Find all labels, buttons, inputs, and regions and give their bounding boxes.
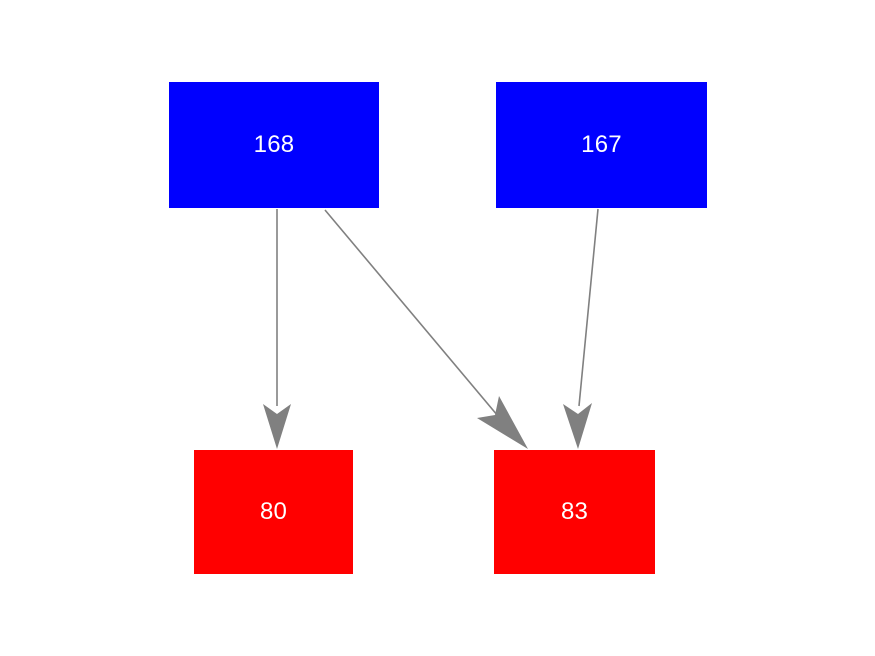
node-label: 167 <box>581 131 622 158</box>
graph-node-83[interactable]: 83 <box>494 450 655 574</box>
arrowhead-icon <box>477 396 528 449</box>
node-label: 83 <box>560 498 589 525</box>
node-label: 168 <box>253 131 295 158</box>
node-label: 80 <box>259 498 288 525</box>
edge-line <box>578 208 599 407</box>
edge-168-to-83[interactable] <box>324 209 528 449</box>
arrowhead-icon <box>563 403 592 449</box>
arrowhead-icon <box>263 404 291 449</box>
graph-node-168[interactable]: 168 <box>169 82 379 208</box>
edge-167-to-83[interactable] <box>563 208 599 449</box>
graph-node-167[interactable]: 167 <box>496 82 707 208</box>
graph-node-80[interactable]: 80 <box>194 450 353 574</box>
edge-168-to-80[interactable] <box>263 209 291 449</box>
edge-line <box>324 209 504 423</box>
